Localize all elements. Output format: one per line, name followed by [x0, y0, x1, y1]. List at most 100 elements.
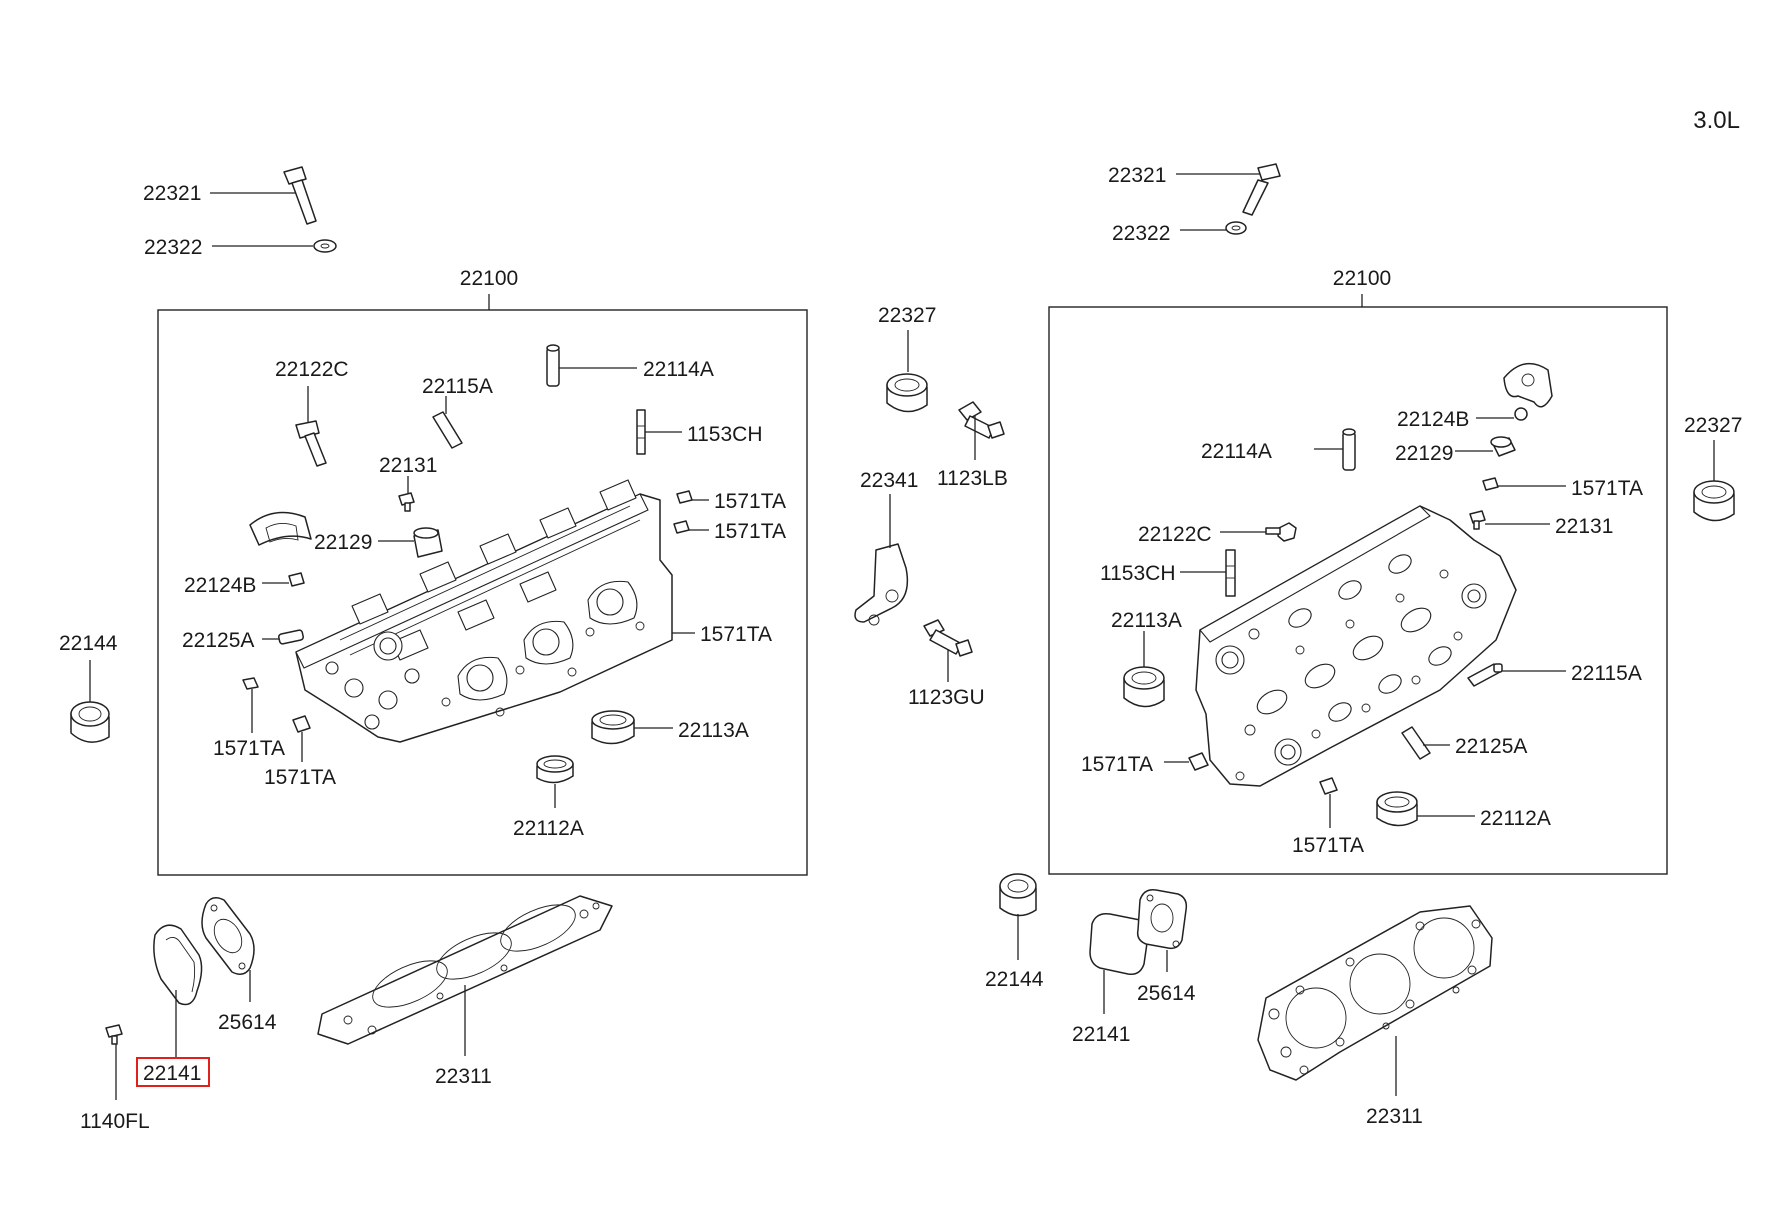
label-1153CH-left[interactable]: 1153CH [687, 423, 763, 446]
bolt-22122C-right [1265, 522, 1297, 542]
left-head-assembly-box [157, 309, 808, 876]
plug-1571TA-right-b [1188, 752, 1209, 771]
seal-22112A-left [536, 755, 574, 784]
label-22311-right[interactable]: 22311 [1366, 1105, 1423, 1128]
seal-22327-right [1693, 480, 1735, 522]
label-22311-left[interactable]: 22311 [435, 1065, 492, 1088]
pin-1153CH-right [1225, 549, 1236, 597]
label-22327-center[interactable]: 22327 [878, 304, 936, 327]
highlight-box-22141[interactable] [136, 1057, 210, 1087]
plug-1571TA-right-c [1319, 777, 1338, 795]
label-22341[interactable]: 22341 [860, 469, 918, 492]
label-22124B-left[interactable]: 22124B [184, 574, 256, 597]
label-22112A-right[interactable]: 22112A [1480, 807, 1551, 830]
cover-plate-22141-left [153, 924, 203, 1006]
seal-22129-right [1490, 436, 1516, 457]
label-22125A-left[interactable]: 22125A [182, 629, 254, 652]
seal-22112A-right [1376, 791, 1418, 827]
right-head-assembly-box [1048, 306, 1668, 875]
plug-1571TA-left-d [673, 520, 690, 534]
seal-22113A-right [1123, 666, 1165, 708]
label-1153CH-right[interactable]: 1153CH [1100, 562, 1176, 585]
label-1140FL[interactable]: 1140FL [80, 1110, 150, 1133]
label-22113A-right[interactable]: 22113A [1111, 609, 1182, 632]
label-22321-left[interactable]: 22321 [143, 182, 201, 205]
washer-22322-left [313, 239, 337, 253]
label-1571TA-left-d[interactable]: 1571TA [714, 520, 786, 543]
part-22124B-left [288, 572, 305, 587]
cylinder-head-right [1195, 505, 1517, 787]
intake-ports-left [457, 580, 638, 701]
seal-22327-center [886, 373, 928, 413]
label-1571TA-right-a[interactable]: 1571TA [1571, 477, 1643, 500]
label-22144-right[interactable]: 22144 [985, 968, 1044, 991]
cover-plate-22141-right [1089, 912, 1149, 976]
label-1571TA-left-e[interactable]: 1571TA [700, 623, 772, 646]
label-1123GU[interactable]: 1123GU [908, 686, 985, 709]
label-25614-right[interactable]: 25614 [1137, 982, 1196, 1005]
label-22129-left[interactable]: 22129 [314, 531, 372, 554]
dowel-22114A-left [546, 344, 560, 387]
label-22141-left[interactable]: 22141 [143, 1062, 201, 1085]
seal-22144-right [999, 873, 1037, 917]
engine-displacement-label: 3.0L [1693, 107, 1740, 134]
bolt-22321-left [283, 166, 317, 225]
plug-1571TA-right-a [1482, 477, 1499, 491]
gasket-25614-left [201, 897, 255, 975]
label-22124B-right[interactable]: 22124B [1397, 408, 1469, 431]
label-22122C-left[interactable]: 22122C [275, 358, 349, 381]
cylinder-head-left [295, 479, 673, 743]
label-22100-right[interactable]: 22100 [1333, 267, 1391, 290]
left-bank-group: 22100 22321 22322 22122C 22115A 22114A [59, 166, 808, 1133]
label-22122C-right[interactable]: 22122C [1138, 523, 1212, 546]
bolt-22131-right [1469, 510, 1486, 530]
plug-1571TA-left-a [242, 677, 259, 690]
cam-cap-right [1503, 362, 1553, 408]
label-22115A-right[interactable]: 22115A [1571, 662, 1642, 685]
bolt-22321-right [1242, 163, 1281, 216]
part-22124B-right [1514, 407, 1528, 421]
label-22114A-right[interactable]: 22114A [1201, 440, 1272, 463]
plug-1571TA-left-c [676, 490, 693, 504]
label-22125A-right[interactable]: 22125A [1455, 735, 1527, 758]
label-22115A-left[interactable]: 22115A [422, 375, 493, 398]
label-22321-right[interactable]: 22321 [1108, 164, 1166, 187]
label-22129-right[interactable]: 22129 [1395, 442, 1453, 465]
label-1571TA-left-b[interactable]: 1571TA [264, 766, 336, 789]
pin-22115A-left [432, 411, 463, 449]
seal-22113A-left [591, 710, 635, 745]
bolt-22122C-left [295, 420, 327, 467]
bracket-22341 [854, 543, 909, 626]
right-bank-group: 22100 22321 22322 22124B 22114A 22129 [985, 163, 1742, 1128]
label-1571TA-right-b[interactable]: 1571TA [1081, 753, 1153, 776]
center-group: 22327 1123LB 22341 1123GU [854, 304, 1008, 709]
bolt-22131-left [398, 492, 415, 512]
label-25614-left[interactable]: 25614 [218, 1011, 277, 1034]
label-22100-left[interactable]: 22100 [460, 267, 518, 290]
label-22322-left[interactable]: 22322 [144, 236, 202, 259]
pin-22125A-right [1401, 726, 1431, 760]
plug-1571TA-left-b [292, 715, 311, 733]
cam-cap-left [249, 511, 312, 546]
bolt-1140FL [105, 1024, 123, 1045]
label-22131-right[interactable]: 22131 [1555, 515, 1613, 538]
label-22322-right[interactable]: 22322 [1112, 222, 1170, 245]
label-22113A-left[interactable]: 22113A [678, 719, 749, 742]
label-22327-right[interactable]: 22327 [1684, 414, 1742, 437]
dowel-22114A-right [1342, 428, 1356, 471]
label-1571TA-left-c[interactable]: 1571TA [714, 490, 786, 513]
pin-22115A-right [1467, 663, 1503, 687]
label-1571TA-right-c[interactable]: 1571TA [1292, 834, 1364, 857]
label-22112A-left[interactable]: 22112A [513, 817, 584, 840]
label-22144-left[interactable]: 22144 [59, 632, 118, 655]
label-22141-right[interactable]: 22141 [1072, 1023, 1130, 1046]
label-1123LB[interactable]: 1123LB [937, 467, 1008, 490]
pin-1153CH-left [636, 409, 646, 455]
label-22114A-left[interactable]: 22114A [643, 358, 714, 381]
bolt-1123GU [923, 619, 973, 657]
label-1571TA-left-a[interactable]: 1571TA [213, 737, 285, 760]
label-22131-left[interactable]: 22131 [379, 454, 437, 477]
washer-22322-right [1225, 221, 1247, 235]
gasket-25614-right [1136, 888, 1188, 950]
bolt-1123LB [958, 401, 1005, 439]
